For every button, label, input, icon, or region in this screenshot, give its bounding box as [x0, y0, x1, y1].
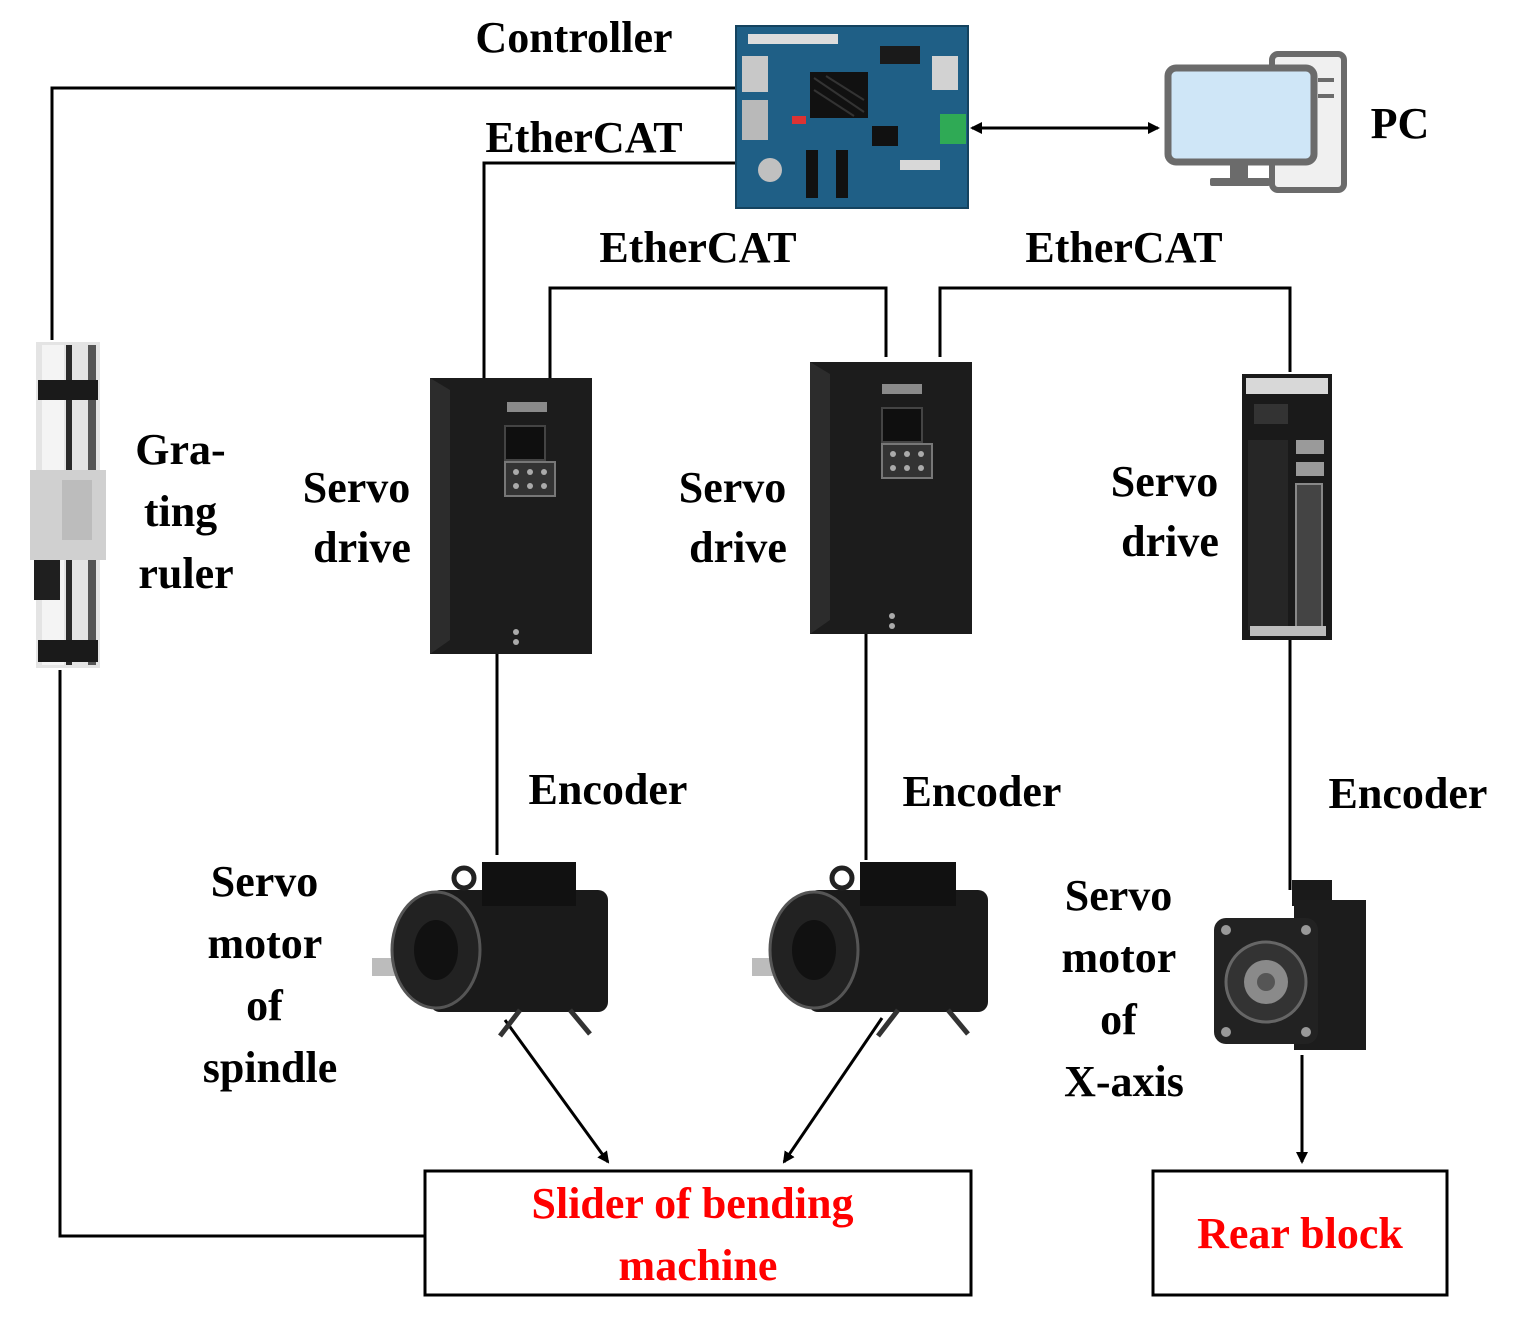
- servo-drive-2-image: [810, 362, 972, 634]
- grating-ruler-line-2: ting: [144, 487, 217, 536]
- pc-label: PC: [1371, 99, 1430, 148]
- servo-drive-3-image: [1242, 374, 1332, 640]
- servo-motor-2-image: [752, 862, 988, 1038]
- servo-motor-spindle-line-1: Servo: [211, 857, 319, 906]
- servo-motor-x-axis-line-3: of: [1100, 995, 1138, 1044]
- servo-motor-x-axis-line-4: X-axis: [1064, 1057, 1184, 1106]
- slider-box-line-1: Slider of bending: [532, 1179, 854, 1228]
- encoder-label-2: Encoder: [903, 767, 1062, 816]
- ethercat-label-2: EtherCAT: [599, 223, 796, 272]
- pc-icon: [1164, 51, 1347, 193]
- servo-motor-spindle-line-3: of: [246, 981, 284, 1030]
- arrow-motor-1-to-slider: [503, 1019, 610, 1164]
- servo-motor-x-axis-line-1: Servo: [1065, 871, 1173, 920]
- servo-drive-1-image: [430, 378, 592, 654]
- servo-drive-3-line-2: drive: [1121, 517, 1219, 566]
- connection-wires: [50, 86, 1292, 1238]
- ethercat-label-3: EtherCAT: [1025, 223, 1222, 272]
- servo-drive-1-line-1: Servo: [303, 463, 411, 512]
- grating-ruler-image: [30, 342, 106, 668]
- arrow-motor-2-to-slider: [782, 1017, 884, 1164]
- servo-drive-3-label: Servo drive: [1111, 457, 1230, 566]
- rear-block-label: Rear block: [1197, 1209, 1403, 1258]
- servo-drive-3-line-1: Servo: [1111, 457, 1219, 506]
- servo-motor-3-image: [1214, 880, 1366, 1050]
- servo-motor-1-image: [372, 862, 608, 1038]
- controller-label: Controller: [475, 13, 672, 62]
- wire-controller-to-drive-1: [482, 161, 738, 395]
- servo-motor-spindle-line-4: spindle: [203, 1043, 338, 1092]
- slider-box-line-2: machine: [619, 1241, 778, 1290]
- servo-drive-2-label: Servo drive: [679, 463, 798, 572]
- servo-drive-1-label: Servo drive: [303, 463, 422, 572]
- slider-box-label: Slider of bending machine: [532, 1179, 865, 1290]
- grating-ruler-label: Gra- ting ruler: [135, 425, 236, 598]
- servo-motor-x-axis-label: Servo motor of X-axis: [1061, 871, 1186, 1106]
- ethercat-label-1: EtherCAT: [485, 113, 682, 162]
- servo-motor-spindle-line-2: motor: [207, 919, 321, 968]
- rear-block-box: [1151, 1169, 1449, 1297]
- servo-motor-spindle-label: Servo motor of spindle: [203, 857, 338, 1092]
- wire-drive-2-to-drive-3: [938, 286, 1292, 372]
- wire-drive-1-to-drive-2: [548, 286, 888, 382]
- controller-board-image: [735, 25, 969, 209]
- servo-drive-2-line-1: Servo: [679, 463, 787, 512]
- servo-drive-1-line-2: drive: [313, 523, 411, 572]
- wire-grating-to-controller: [50, 86, 738, 340]
- grating-ruler-line-1: Gra-: [135, 425, 225, 474]
- encoder-label-3: Encoder: [1329, 769, 1488, 818]
- slider-box: [423, 1169, 973, 1297]
- grating-ruler-line-3: ruler: [138, 549, 233, 598]
- encoder-label-1: Encoder: [529, 765, 688, 814]
- arrows: [503, 122, 1308, 1164]
- servo-motor-x-axis-line-2: motor: [1061, 933, 1175, 982]
- wire-grating-to-slider: [58, 670, 425, 1238]
- servo-drive-2-line-2: drive: [689, 523, 787, 572]
